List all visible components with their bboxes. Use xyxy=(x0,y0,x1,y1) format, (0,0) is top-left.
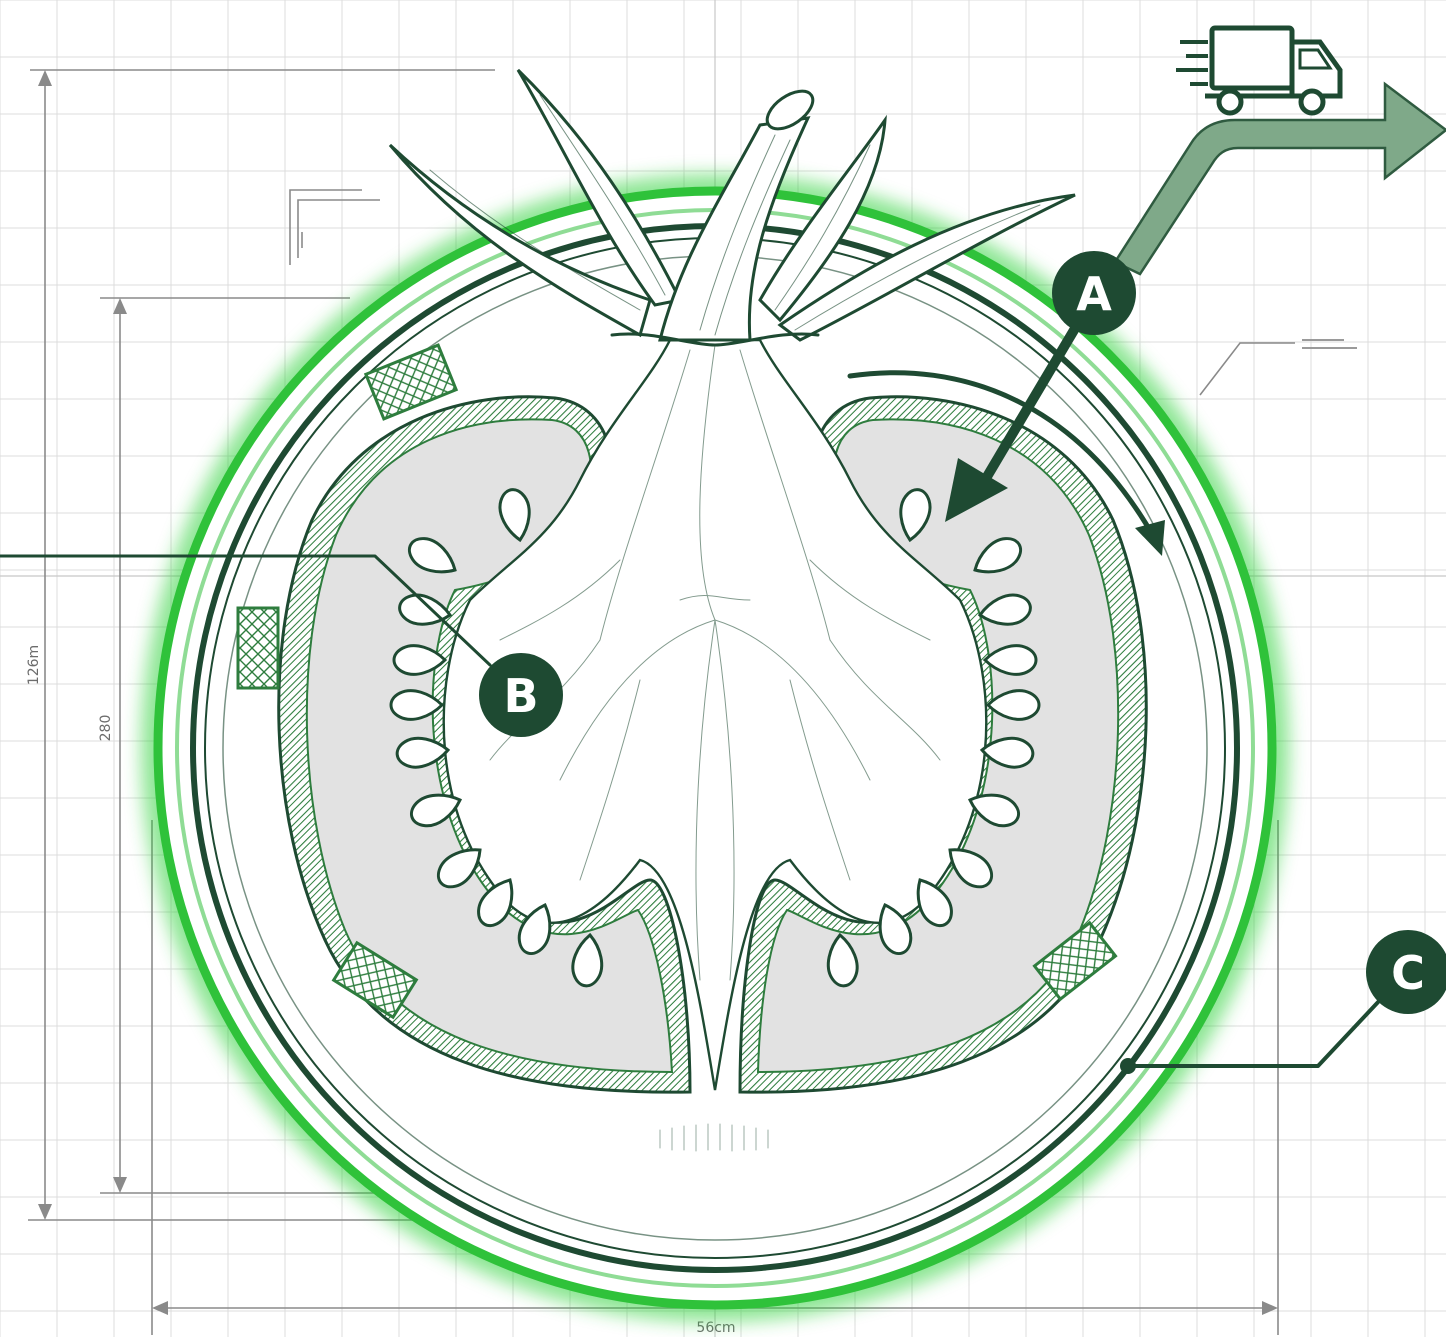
overall-height-label: 126m xyxy=(26,645,42,685)
width-label: 56cm xyxy=(696,1320,735,1336)
callout-letter-b: B xyxy=(503,669,538,723)
callout-letter-a: A xyxy=(1076,267,1112,321)
callout-badge-a: A xyxy=(1052,251,1136,335)
export-arrow-icon xyxy=(1115,84,1446,274)
callout-letter-c: C xyxy=(1391,946,1425,1000)
delivery-truck-icon xyxy=(1176,28,1340,113)
callout-badge-b: B xyxy=(479,653,563,737)
inner-height-label: 280 xyxy=(98,715,114,742)
fine-print-note xyxy=(1302,339,1357,349)
